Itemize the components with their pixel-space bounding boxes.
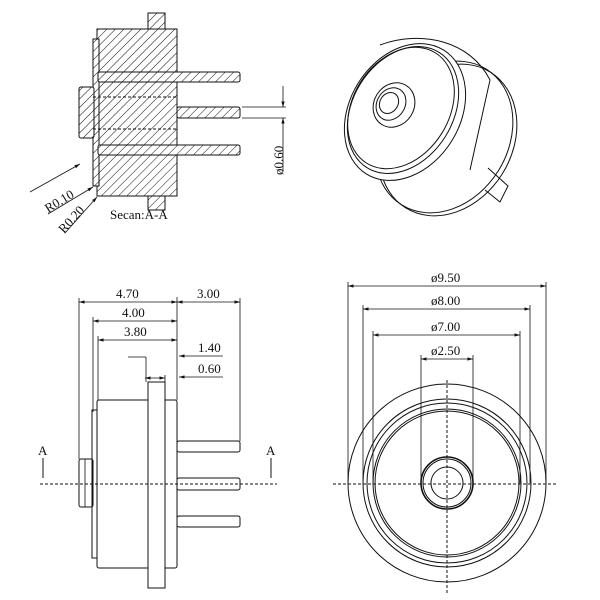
front-view: ø9.50 ø8.00 ø7.00 ø2.50: [333, 270, 556, 593]
pin-length-label: 3.00: [197, 286, 220, 301]
iso-front-face: [346, 46, 460, 174]
flange-thickness-label: 0.60: [198, 361, 221, 376]
body-diameter-label: ø8.00: [431, 293, 460, 308]
iso-body-outline: [379, 38, 491, 171]
can-length-label: 3.80: [124, 324, 147, 339]
section-label: Secan:A-A: [110, 207, 168, 222]
iso-window-outer: [372, 82, 416, 128]
side-pin-top: [176, 440, 241, 453]
section-pin-top: [97, 71, 241, 83]
leader-arrow: [29, 163, 81, 193]
can-diameter-label: ø7.00: [431, 319, 460, 334]
flange-diameter-label: ø9.50: [431, 270, 460, 285]
leader-arrow: [47, 186, 94, 215]
section-window: [78, 86, 95, 139]
section-mark-left: A: [38, 443, 48, 458]
iso-window-mid: [375, 87, 407, 121]
side-window: [78, 458, 94, 508]
leader-arrow: [64, 196, 98, 234]
iso-front-rim: [343, 43, 467, 181]
section-pin-middle: [176, 106, 241, 119]
flange-offset-label: 1.40: [198, 340, 221, 355]
iso-front-inner: [347, 46, 455, 170]
body-length-label: 4.00: [122, 305, 145, 320]
side-view: A A 4.70 3.00 4.00 3.80 1.40 0.60: [38, 286, 277, 589]
isometric-view: [343, 38, 518, 217]
iso-window-inner: [378, 92, 400, 114]
total-length-label: 4.70: [116, 286, 139, 301]
window-diameter-label: ø2.50: [431, 343, 460, 358]
pin-diameter-label: ø0.60: [271, 146, 286, 175]
side-flange: [147, 381, 166, 589]
iso-pin: [484, 167, 509, 203]
side-pin-bottom: [176, 515, 241, 528]
section-pin-bottom: [97, 144, 241, 156]
section-body: [96, 28, 178, 197]
section-mark-right: A: [266, 443, 276, 458]
section-view: ø0.60 R0.10 R0.20 Secan:A-A: [29, 12, 286, 236]
